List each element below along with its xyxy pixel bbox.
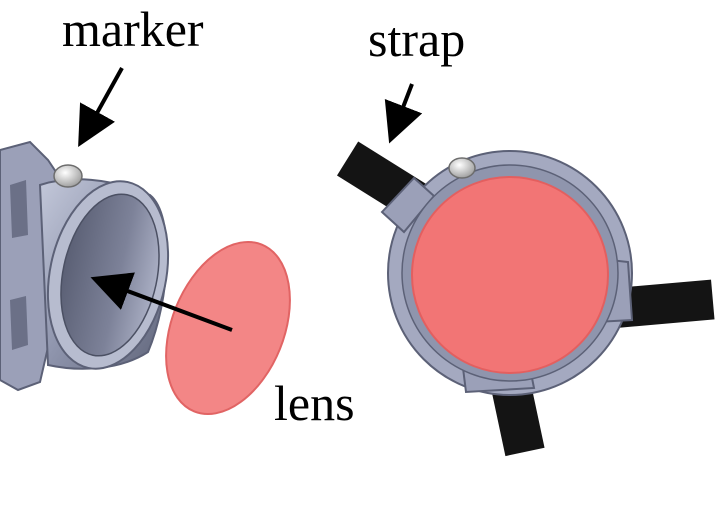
mounted-lens <box>411 176 609 374</box>
marker-label: marker <box>62 1 204 57</box>
marker-ball <box>53 164 83 188</box>
strap-label: strap <box>368 11 466 67</box>
marker-ball <box>448 157 476 179</box>
strap-arrow <box>384 83 423 144</box>
side-view-housing <box>0 140 170 392</box>
front-view-assembly <box>336 141 715 457</box>
lens-label: lens <box>274 375 355 431</box>
marker-arrow <box>78 67 124 147</box>
lens-arrow <box>90 272 233 332</box>
housing-bracket-slot <box>10 296 28 350</box>
housing-bracket-slot <box>10 180 28 238</box>
